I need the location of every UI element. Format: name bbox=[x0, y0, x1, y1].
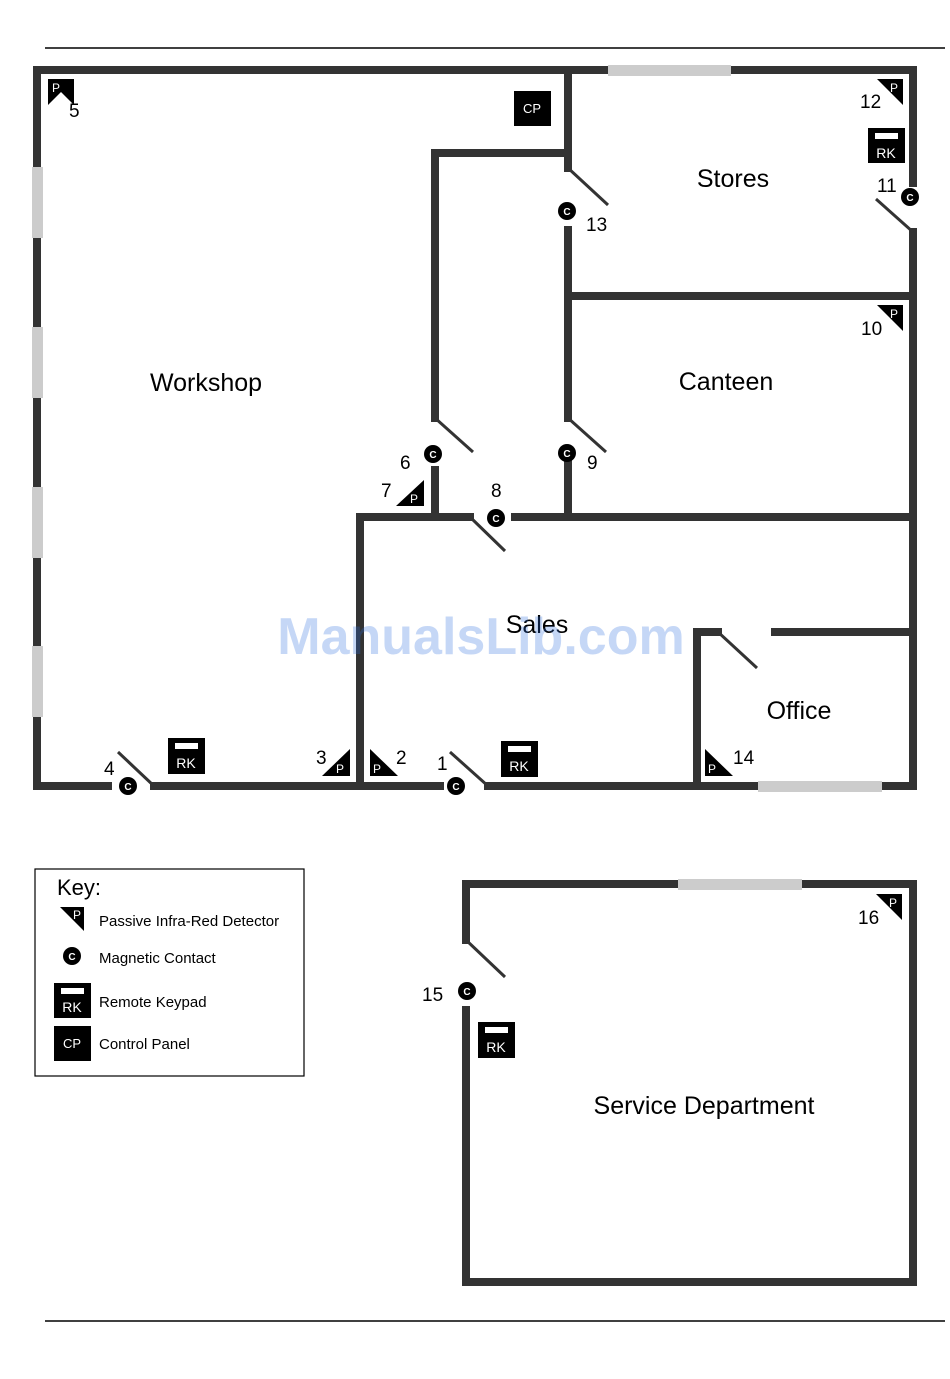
magnetic-contact-icon: C bbox=[447, 777, 465, 795]
magnetic-contact-icon: C bbox=[487, 509, 505, 527]
pir-detector-icon: P bbox=[370, 749, 398, 776]
room-label-office: Office bbox=[767, 697, 832, 725]
key-title: Key: bbox=[57, 875, 101, 900]
svg-text:P: P bbox=[890, 307, 898, 321]
key-label-pir: Passive Infra-Red Detector bbox=[99, 913, 279, 930]
control-panel-icon: CP bbox=[514, 91, 551, 126]
device-number: 7 bbox=[381, 481, 392, 502]
svg-text:P: P bbox=[410, 492, 418, 506]
magnetic-contact-icon: C bbox=[63, 947, 81, 965]
device-number: 12 bbox=[860, 92, 881, 113]
device-number: 4 bbox=[104, 759, 115, 780]
svg-text:P: P bbox=[73, 908, 81, 922]
svg-text:P: P bbox=[890, 81, 898, 95]
door-swing bbox=[466, 940, 505, 977]
pir-detector-icon: P bbox=[876, 894, 902, 920]
svg-text:P: P bbox=[336, 762, 344, 776]
remote-keypad-icon: RK bbox=[168, 738, 205, 774]
service-department-walls bbox=[466, 884, 913, 1282]
room-label-workshop: Workshop bbox=[150, 369, 262, 397]
main-building-walls bbox=[37, 70, 913, 786]
svg-text:RK: RK bbox=[62, 999, 82, 1015]
remote-keypad-icon: RK bbox=[501, 741, 538, 777]
device-number: 14 bbox=[733, 748, 755, 769]
room-label-service-department: Service Department bbox=[594, 1092, 815, 1120]
svg-text:C: C bbox=[563, 207, 570, 218]
svg-text:P: P bbox=[708, 762, 716, 776]
pir-detector-icon: P bbox=[705, 749, 733, 776]
pir-detector-icon: P bbox=[396, 480, 424, 506]
device-number: 3 bbox=[316, 748, 327, 769]
device-number: 8 bbox=[491, 481, 502, 502]
device-number: 2 bbox=[396, 748, 407, 769]
door-swings bbox=[118, 168, 913, 786]
magnetic-contact-icon: C bbox=[458, 982, 476, 1000]
svg-text:CP: CP bbox=[63, 1036, 81, 1051]
room-label-stores: Stores bbox=[697, 165, 769, 193]
svg-text:C: C bbox=[124, 782, 131, 793]
magnetic-contact-icon: C bbox=[119, 777, 137, 795]
service-window bbox=[678, 879, 802, 890]
device-number: 1 bbox=[437, 754, 448, 775]
svg-text:C: C bbox=[68, 952, 75, 963]
magnetic-contact-icon: C bbox=[558, 444, 576, 462]
device-number: 10 bbox=[861, 319, 882, 340]
watermark: ManualsLib.com bbox=[277, 608, 684, 666]
device-number: 15 bbox=[422, 985, 443, 1006]
remote-keypad-icon: RK bbox=[54, 983, 91, 1018]
svg-text:P: P bbox=[889, 896, 897, 910]
remote-keypad-icon: RK bbox=[868, 128, 905, 163]
key-label-contact: Magnetic Contact bbox=[99, 950, 217, 967]
room-label-canteen: Canteen bbox=[679, 368, 774, 396]
device-number: 16 bbox=[858, 908, 879, 929]
svg-text:RK: RK bbox=[486, 1039, 506, 1055]
magnetic-contact-icon: C bbox=[558, 202, 576, 220]
key-label-control-panel: Control Panel bbox=[99, 1036, 190, 1053]
device-number: 9 bbox=[587, 453, 598, 474]
svg-text:C: C bbox=[563, 449, 570, 460]
device-number: 5 bbox=[69, 101, 80, 122]
remote-keypad-icon: RK bbox=[478, 1022, 515, 1058]
svg-text:C: C bbox=[452, 782, 459, 793]
svg-text:P: P bbox=[52, 81, 60, 95]
svg-text:C: C bbox=[492, 514, 499, 525]
svg-text:CP: CP bbox=[523, 101, 541, 116]
svg-text:C: C bbox=[463, 987, 470, 998]
magnetic-contact-icon: C bbox=[901, 188, 919, 206]
svg-text:C: C bbox=[429, 450, 436, 461]
control-panel-icon: CP bbox=[54, 1026, 91, 1061]
svg-text:P: P bbox=[373, 762, 381, 776]
svg-text:C: C bbox=[906, 193, 913, 204]
device-number: 6 bbox=[400, 453, 411, 474]
device-number: 11 bbox=[877, 176, 897, 197]
svg-text:RK: RK bbox=[176, 755, 196, 771]
magnetic-contact-icon: C bbox=[424, 445, 442, 463]
svg-text:RK: RK bbox=[876, 145, 896, 161]
device-number: 13 bbox=[586, 215, 607, 236]
svg-text:RK: RK bbox=[509, 758, 529, 774]
key-label-keypad: Remote Keypad bbox=[99, 994, 207, 1011]
